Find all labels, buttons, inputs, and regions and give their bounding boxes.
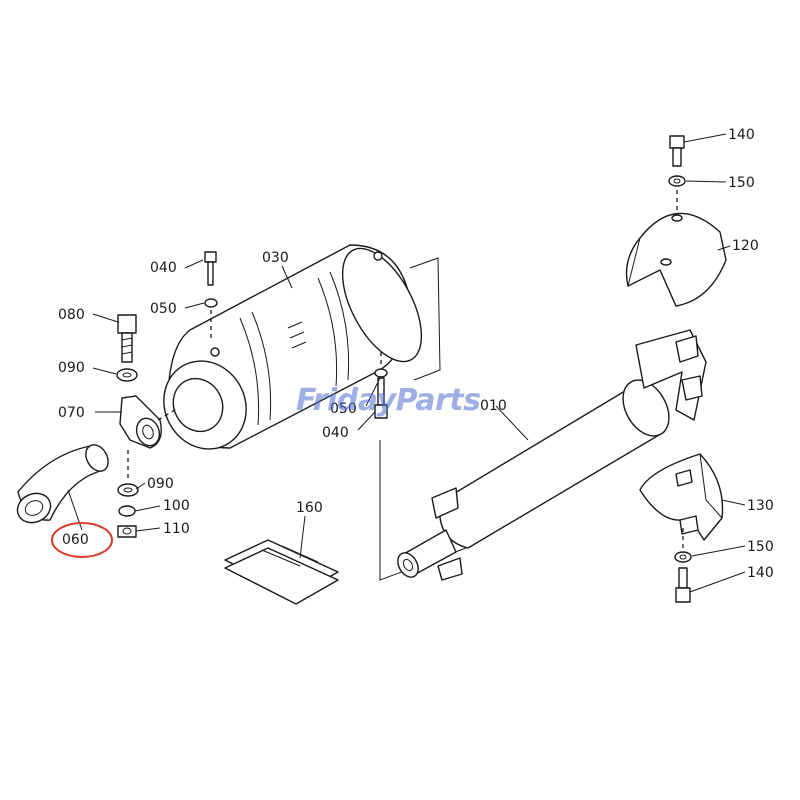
part-090-washer-top xyxy=(116,368,138,382)
part-050-washer-bottom xyxy=(374,352,388,378)
part-130-shield xyxy=(639,453,724,541)
callout-130: 130 xyxy=(747,498,774,514)
callout-070: 070 xyxy=(58,405,85,421)
callout-050-bottom: 050 xyxy=(330,401,357,417)
callout-060: 060 xyxy=(62,532,89,548)
callout-090-bottom: 090 xyxy=(147,476,174,492)
callout-160: 160 xyxy=(296,500,323,516)
callout-030: 030 xyxy=(262,250,289,266)
highlight-circle-060 xyxy=(51,522,113,558)
callout-140-top: 140 xyxy=(728,127,755,143)
part-040-bolt-bottom xyxy=(374,377,388,419)
part-110-nut xyxy=(117,525,137,538)
callout-120: 120 xyxy=(732,238,759,254)
part-100-lockwasher xyxy=(118,505,136,517)
part-030-cylinder xyxy=(163,244,441,450)
part-050-washer-top xyxy=(204,298,218,308)
callout-040-top: 040 xyxy=(150,260,177,276)
callout-150-bottom: 150 xyxy=(747,539,774,555)
part-120-shield xyxy=(625,212,727,307)
callout-140-bottom: 140 xyxy=(747,565,774,581)
callout-110: 110 xyxy=(163,521,190,537)
callout-100: 100 xyxy=(163,498,190,514)
watermark-logo: FridayParts xyxy=(296,383,480,418)
part-150-washer-top xyxy=(668,175,686,187)
part-090-washer-bottom xyxy=(117,450,139,497)
part-040-bolt-top xyxy=(204,251,217,340)
callout-010: 010 xyxy=(480,398,507,414)
muffler-bracket xyxy=(635,329,707,421)
callout-040-bottom: 040 xyxy=(322,425,349,441)
part-080-bolt xyxy=(117,314,137,363)
part-140-bolt-top xyxy=(669,135,685,215)
part-010-muffler xyxy=(379,379,670,581)
part-060-pipe xyxy=(16,444,109,524)
callout-050-top: 050 xyxy=(150,301,177,317)
part-160-label xyxy=(224,539,339,605)
callout-150-top: 150 xyxy=(728,175,755,191)
callout-080: 080 xyxy=(58,307,85,323)
part-150-washer-bottom xyxy=(674,528,692,563)
part-140-bolt-bottom xyxy=(675,567,691,603)
part-070-clamp xyxy=(119,395,179,449)
leader-lines xyxy=(67,133,746,593)
callout-090-top: 090 xyxy=(58,360,85,376)
